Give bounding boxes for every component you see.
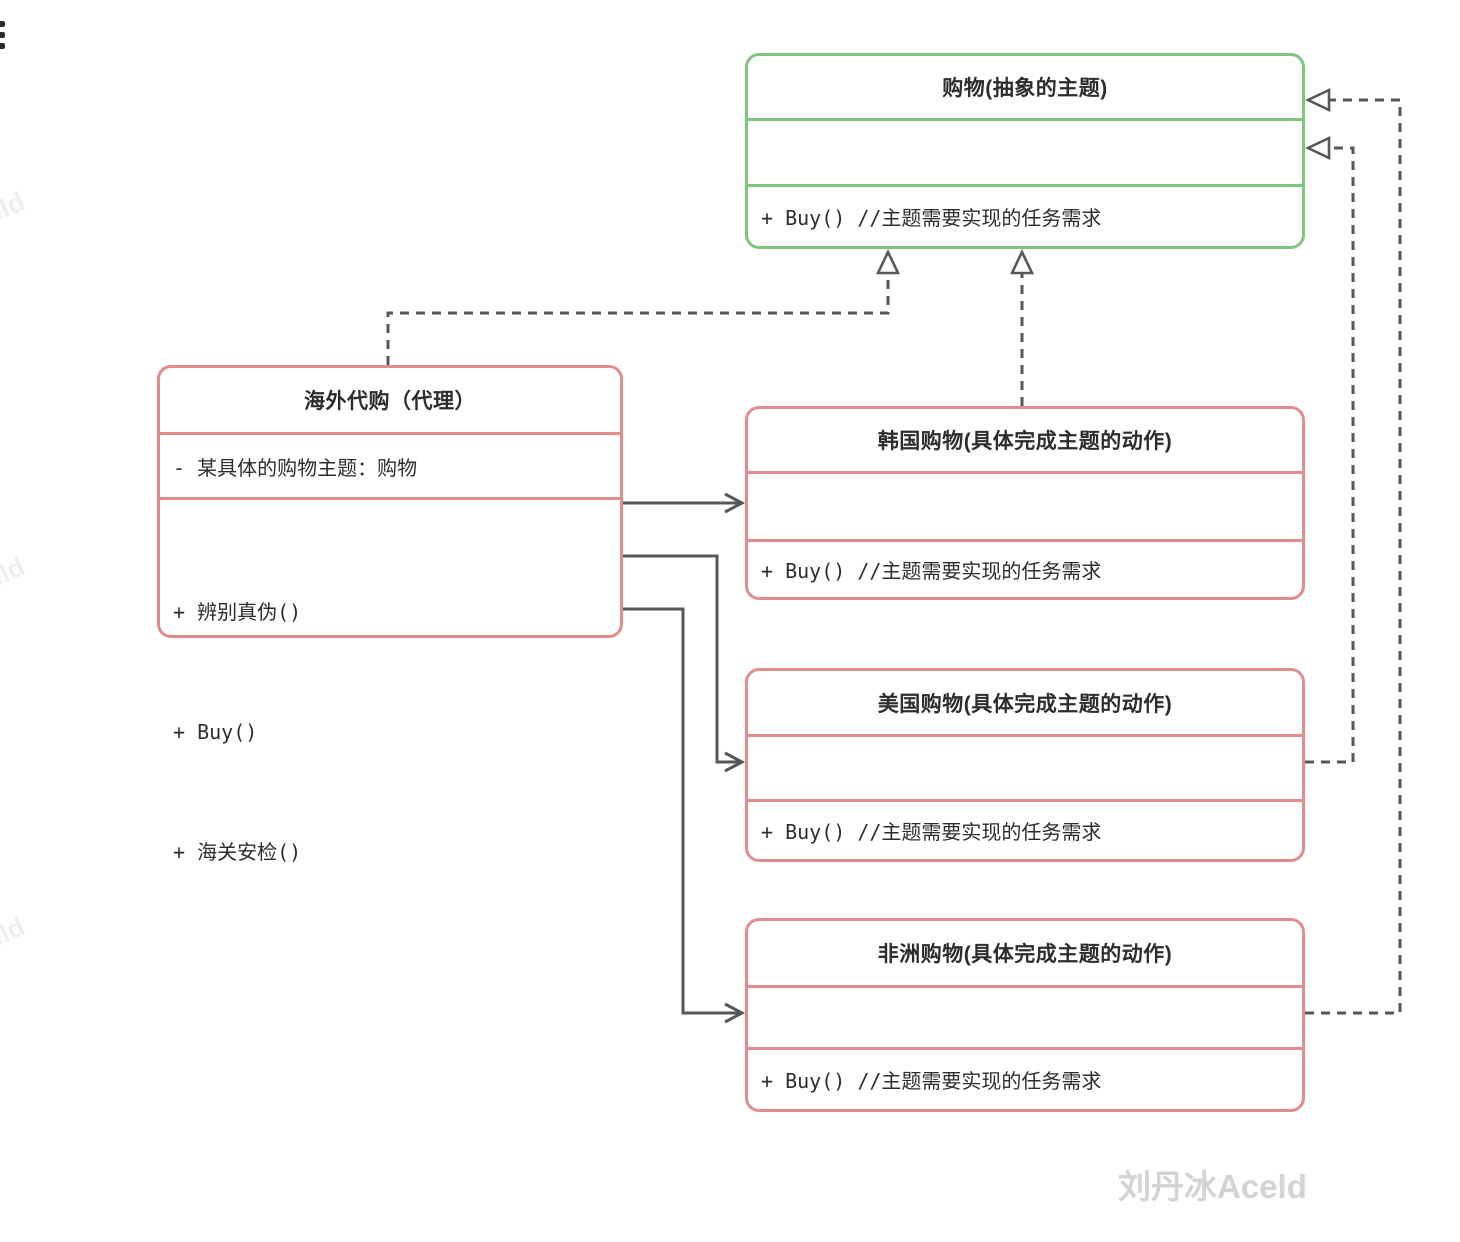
realization-arrow-africa-to-abstract [1305, 100, 1402, 1015]
class-title: 非洲购物(具体完成主题的动作) [877, 943, 1173, 966]
dot [0, 43, 5, 49]
author-watermark: 刘丹冰Aceld [1118, 1168, 1307, 1205]
method-row: + Buy() [173, 720, 258, 744]
class-attributes-empty [748, 734, 1302, 799]
realization-arrow-usa-to-abstract [1305, 148, 1355, 764]
class-box-proxy[interactable]: 海外代购（代理） - 某具体的购物主题：购物 + 辨别真伪() + Buy() … [157, 365, 623, 864]
class-title: 海外代购（代理） [304, 390, 476, 413]
class-title: 韩国购物(具体完成主题的动作) [877, 430, 1173, 453]
overflow-menu-dots[interactable] [0, 21, 5, 49]
class-box-africa-shopping[interactable]: 非洲购物(具体完成主题的动作) + Buy() //主题需要实现的任务需求 [745, 918, 1305, 1112]
dot [0, 32, 5, 38]
class-title: 美国购物(具体完成主题的动作) [877, 692, 1173, 716]
class-box-usa-shopping[interactable]: 美国购物(具体完成主题的动作) + Buy() //主题需要实现的任务需求 [745, 668, 1305, 862]
dot [0, 21, 5, 27]
method-row: + 海关安检() [173, 840, 302, 864]
class-title: 购物(抽象的主题) [942, 77, 1108, 100]
association-arrow-proxy-to-usa [623, 554, 746, 773]
class-attributes-empty [748, 985, 1302, 1047]
class-method: + Buy() //主题需要实现的任务需求 [748, 799, 1302, 859]
class-box-abstract-subject[interactable]: 购物(抽象的主题) + Buy() //主题需要实现的任务需求 [745, 53, 1305, 249]
class-box-korea-shopping[interactable]: 韩国购物(具体完成主题的动作) + Buy() //主题需要实现的任务需求 [745, 406, 1305, 600]
class-attributes-empty [748, 471, 1302, 539]
class-method: + Buy() //主题需要实现的任务需求 [748, 1047, 1302, 1109]
class-attribute: - 某具体的购物主题：购物 [160, 432, 620, 497]
class-method: + Buy() //主题需要实现的任务需求 [748, 184, 1302, 246]
method-row: + 辨别真伪() [173, 600, 302, 624]
association-arrow-proxy-to-africa [623, 607, 746, 1024]
class-methods: + 辨别真伪() + Buy() + 海关安检() [160, 497, 620, 952]
realization-arrow-proxy-to-abstract [386, 252, 888, 365]
class-attributes-empty [748, 118, 1302, 184]
class-method: + Buy() //主题需要实现的任务需求 [748, 539, 1302, 597]
